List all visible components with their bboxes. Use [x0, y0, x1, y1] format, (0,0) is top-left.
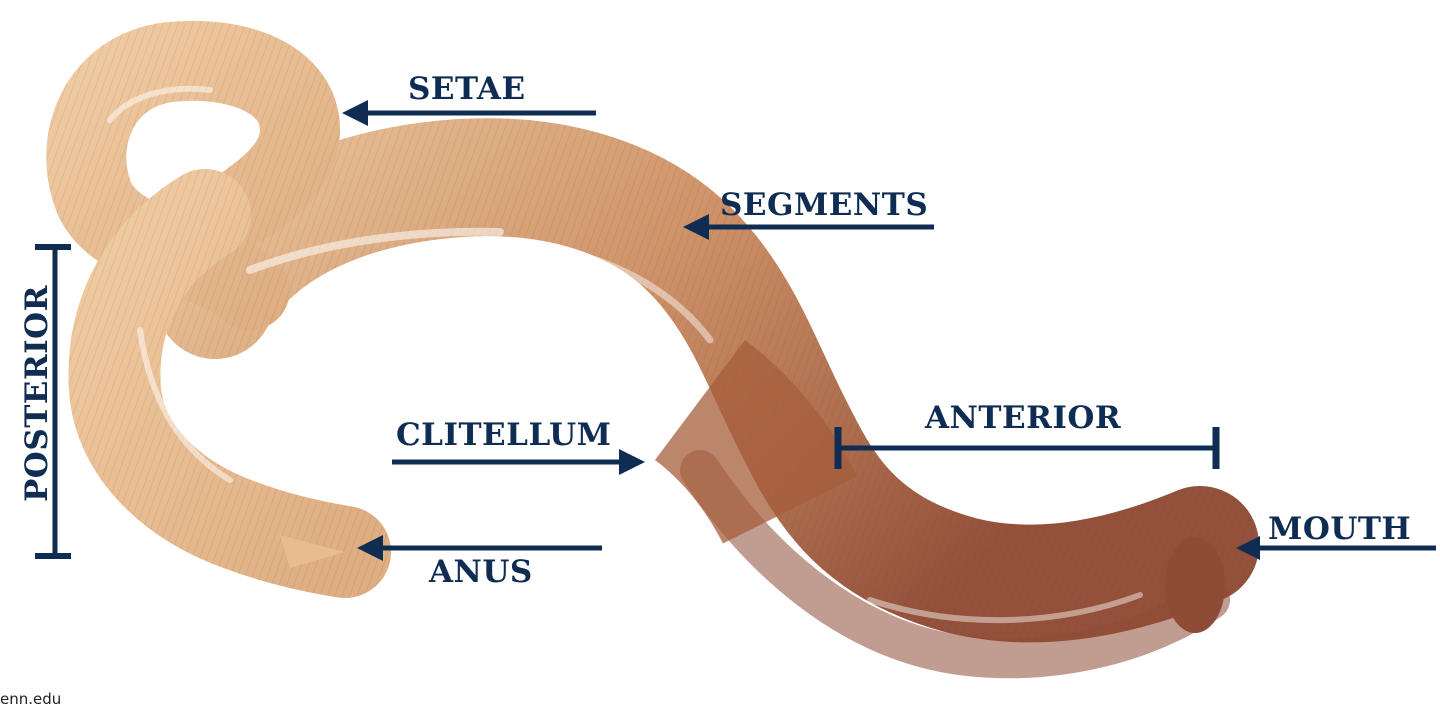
- setae-label: SETAE: [408, 74, 526, 105]
- anus-label: ANUS: [429, 557, 533, 588]
- segments-label: SEGMENTS: [720, 190, 928, 221]
- worm-head: [1165, 537, 1225, 633]
- earthworm: [86, 61, 1225, 658]
- anterior-label: ANTERIOR: [925, 403, 1121, 434]
- posterior-label: POSTERIOR: [22, 302, 53, 502]
- mouth-label: MOUTH: [1268, 514, 1411, 545]
- clitellum-band: [700, 400, 790, 510]
- source-credit: enn.edu: [0, 690, 61, 708]
- clitellum-label: CLITELLUM: [396, 420, 611, 451]
